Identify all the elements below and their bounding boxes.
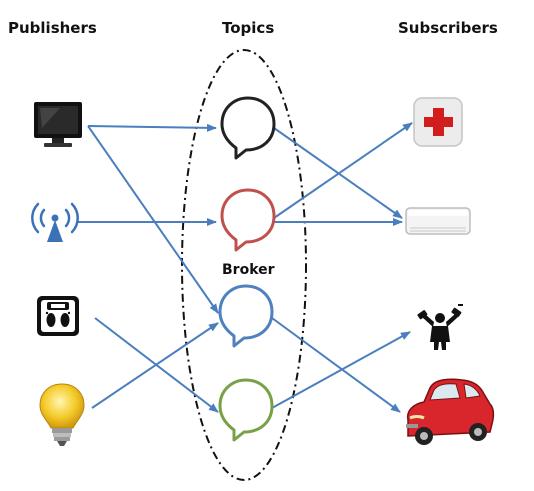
subscribers-heading: Subscribers xyxy=(398,19,498,37)
broker-ellipse xyxy=(181,49,307,481)
topics-heading: Topics xyxy=(222,19,275,37)
topic-bubble-red xyxy=(220,188,276,252)
topic-bubble-green xyxy=(218,378,274,442)
arrow-bulb-to-blue xyxy=(91,322,219,409)
arrow-tv-to-blue xyxy=(87,125,219,314)
arrow-tv-to-black xyxy=(87,123,217,132)
arrow-blue-to-car xyxy=(271,317,401,413)
television-icon xyxy=(34,102,82,147)
arrow-green-to-weightlifter xyxy=(271,331,411,409)
arrows xyxy=(78,122,413,413)
bathroom-scale-icon xyxy=(37,296,79,336)
wireless-antenna-icon xyxy=(31,202,79,242)
light-bulb-icon xyxy=(39,383,85,446)
air-conditioner-icon xyxy=(405,207,471,235)
topic-bubble-blue xyxy=(218,284,274,348)
arrow-red-to-firstaid xyxy=(273,122,413,219)
weightlifter-icon xyxy=(417,304,463,350)
broker-label: Broker xyxy=(222,262,275,278)
publishers-heading: Publishers xyxy=(8,19,97,37)
red-car-icon xyxy=(406,378,495,445)
first-aid-icon xyxy=(413,97,463,147)
topic-bubble-black xyxy=(220,96,276,160)
